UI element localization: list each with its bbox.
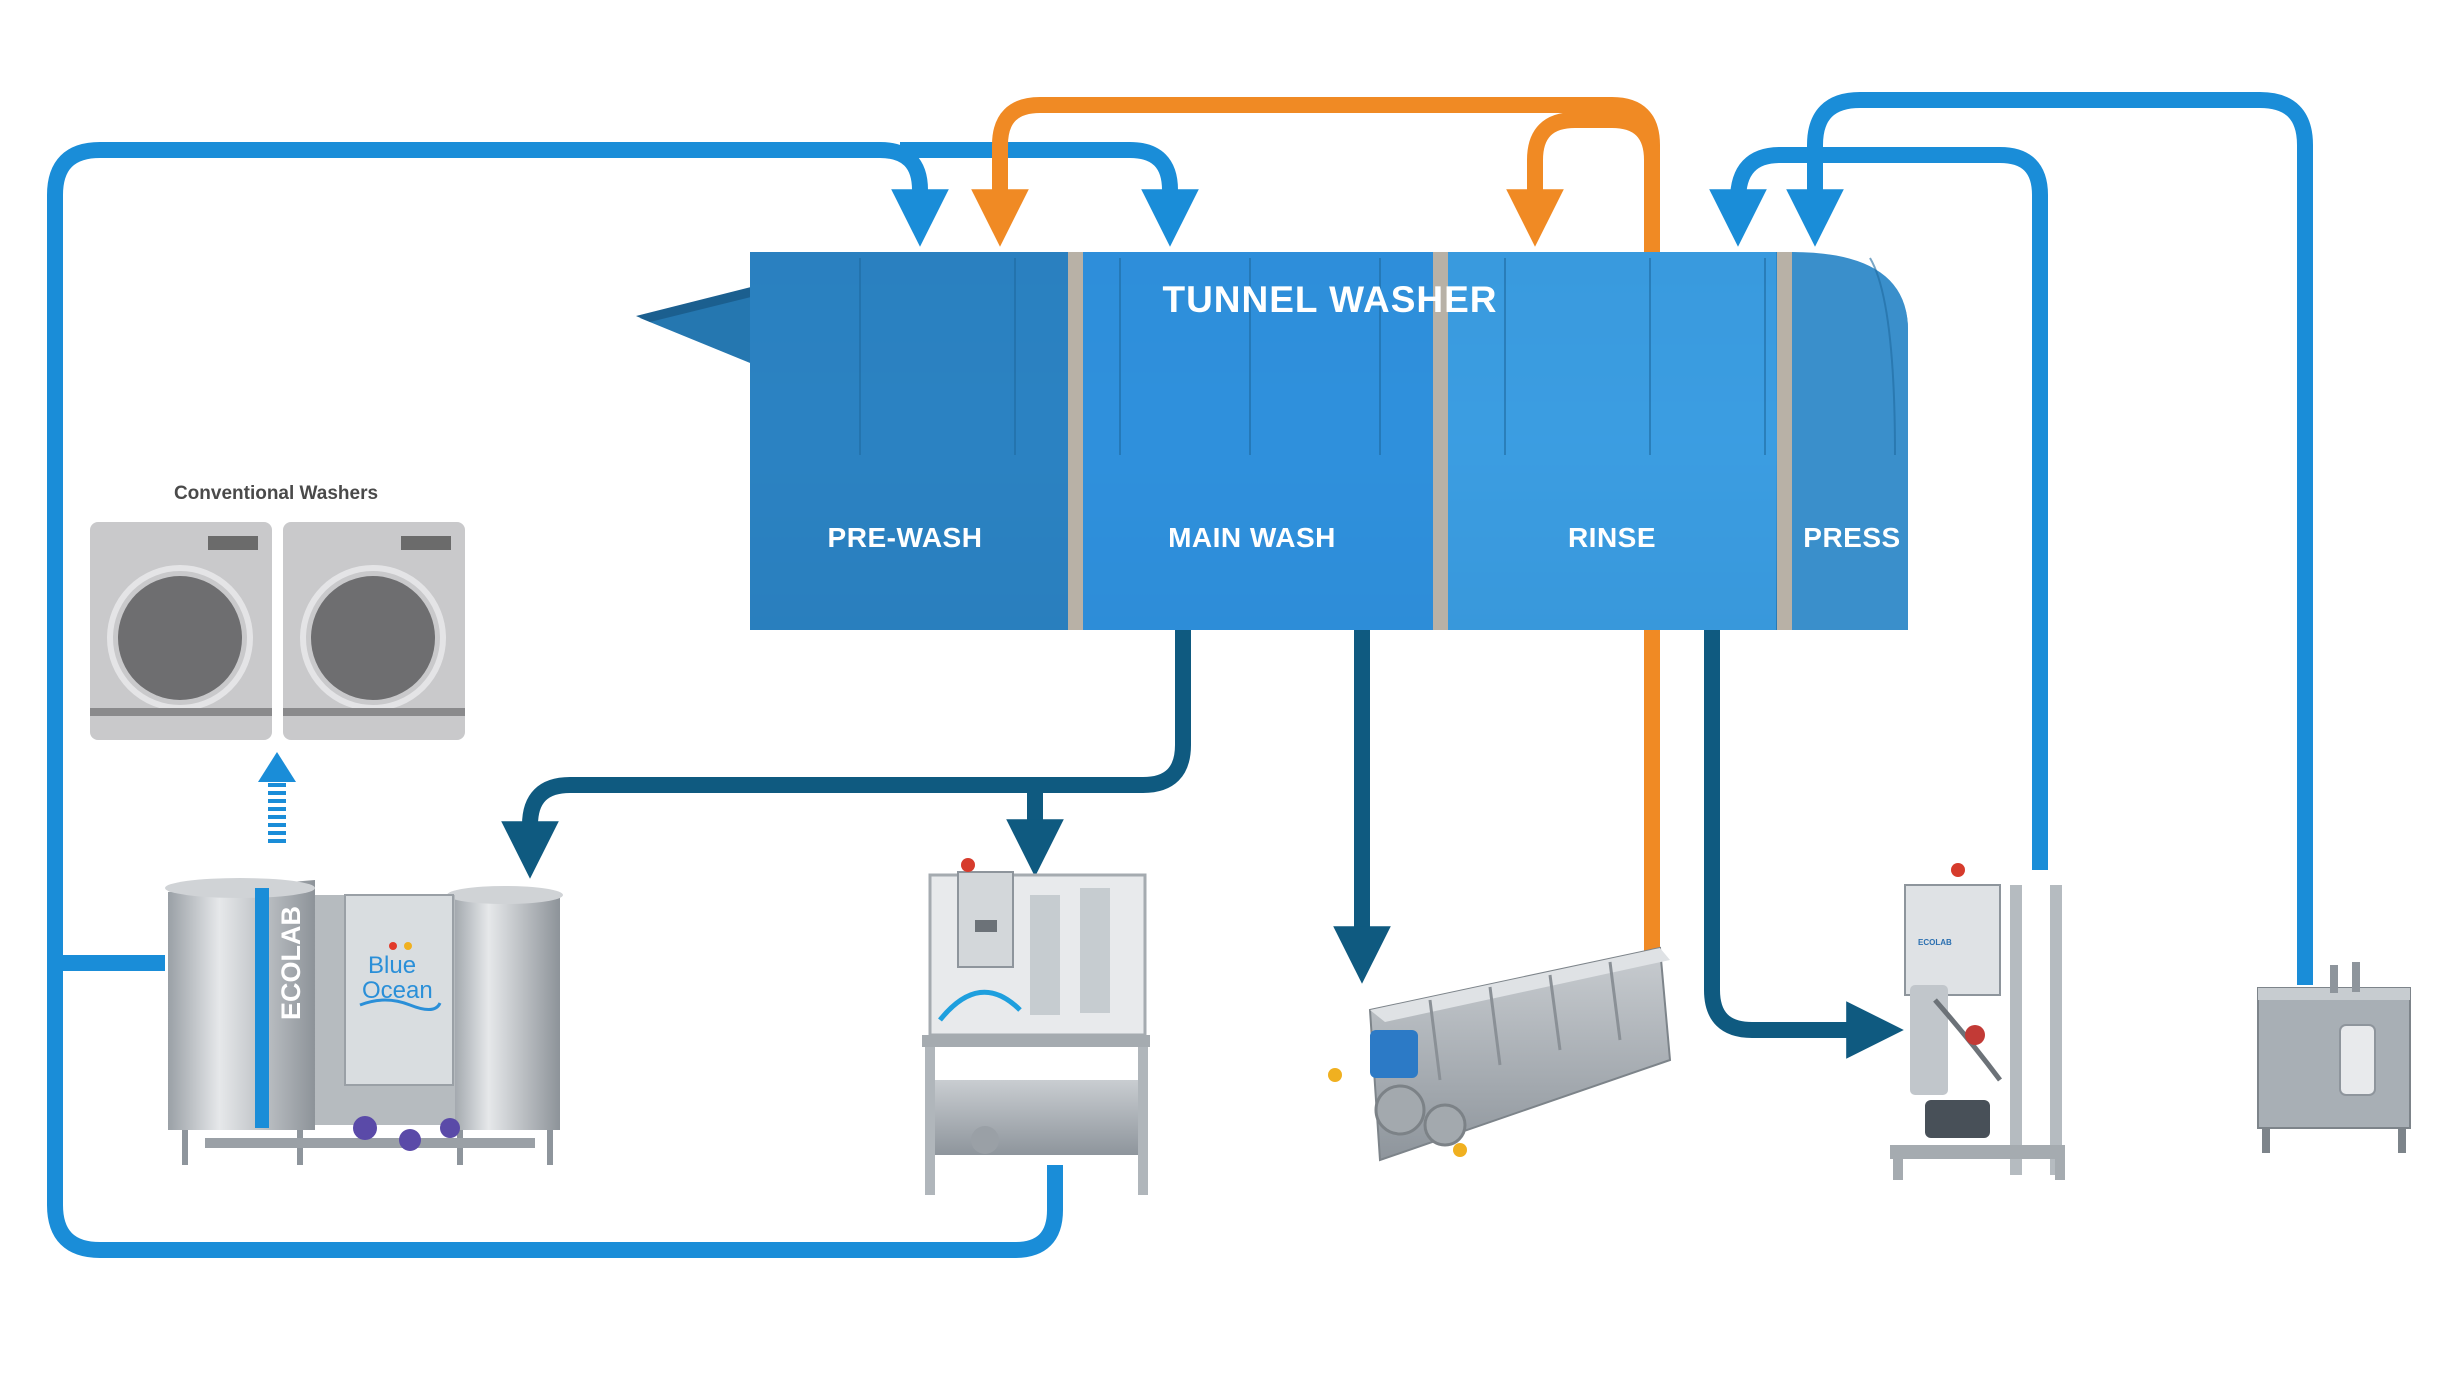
zone-divider <box>1068 252 1083 630</box>
tunnel-washer-title: TUNNEL WASHER <box>1162 279 1497 320</box>
press-drain-pipe <box>1704 625 1904 1059</box>
zone-label-press: PRESS <box>1803 522 1900 553</box>
zone-label-main-wash: MAIN WASH <box>1168 522 1336 553</box>
zone-divider <box>1777 252 1792 630</box>
heat-exchanger-trough <box>1328 946 1672 1162</box>
conventional-washers-label: Conventional Washers <box>174 483 378 504</box>
tunnel-washer: TUNNEL WASHER PRE-WASH MAIN WASH RINSE P… <box>636 252 1908 630</box>
zone-label-pre-wash: PRE-WASH <box>828 522 983 553</box>
main-wash-feed-pipe <box>900 142 1199 247</box>
left-loop-pipe <box>47 142 1063 1258</box>
filter-skid <box>922 858 1150 1195</box>
zone-label-rinse: RINSE <box>1568 522 1656 553</box>
press-feed-pipe-2 <box>1786 92 2313 985</box>
fresh-water-pipes <box>47 92 2313 1258</box>
blue-ocean-logo: Blue <box>368 952 416 979</box>
main-wash-drain-pipe <box>501 625 1191 879</box>
zone-divider <box>1433 252 1448 630</box>
rinse-return-pipe <box>1506 112 1660 247</box>
washer-machine <box>283 522 465 740</box>
hot-return-pipes <box>971 97 1660 960</box>
loading-chute <box>640 288 755 365</box>
conventional-washers: Conventional Washers <box>90 483 465 843</box>
pump-motor <box>1370 1030 1418 1078</box>
dashed-supply-arrow <box>258 752 296 843</box>
recycling-tank-system: Blue Ocean ECOLAB <box>165 878 563 1165</box>
fresh-water-tank <box>2257 962 2411 1153</box>
drain-pipes <box>501 625 1904 1059</box>
control-cabinet <box>344 894 454 1086</box>
skid-brand-label: ECOLAB <box>1918 938 1952 947</box>
press-feed-pipe-1 <box>1709 147 2048 870</box>
pump-dosing-skid: ECOLAB <box>1890 863 2065 1180</box>
filter-control-box <box>957 871 1014 968</box>
washer-machine <box>90 522 272 740</box>
ecolab-vertical-logo: ECOLAB <box>276 906 306 1020</box>
